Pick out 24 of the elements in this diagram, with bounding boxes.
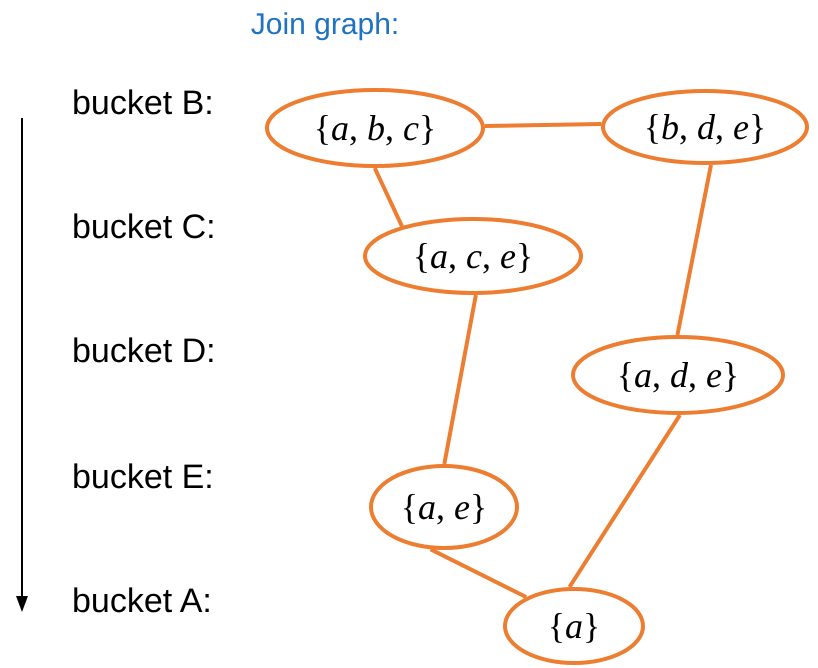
bucket-label: bucket E: xyxy=(72,458,214,497)
set-label: {b, d, e} xyxy=(642,106,768,148)
set-ellipse xyxy=(265,88,485,168)
set-ellipse xyxy=(601,89,809,165)
set-ellipse xyxy=(571,335,785,415)
set-label: {a, b, c} xyxy=(312,107,438,149)
bucket-label: bucket C: xyxy=(72,208,216,247)
bucket-label: bucket B: xyxy=(72,84,214,123)
set-ellipse xyxy=(369,464,519,550)
connector-line xyxy=(675,164,713,336)
connector-line xyxy=(568,414,682,588)
set-label: {a, e} xyxy=(400,486,488,528)
bucket-label: bucket A: xyxy=(72,582,212,621)
set-ellipse xyxy=(503,587,645,665)
connector-line xyxy=(372,167,404,228)
set-label: {a, c, e} xyxy=(412,235,534,277)
set-ellipse xyxy=(363,217,583,295)
set-label: {a} xyxy=(546,605,602,647)
connector-line xyxy=(430,548,528,599)
connector-line xyxy=(484,122,602,128)
bucket-label: bucket D: xyxy=(72,332,216,371)
diagram-title: Join graph: xyxy=(250,8,400,42)
set-label: {a, d, e} xyxy=(616,354,740,396)
connector-line xyxy=(442,294,478,464)
